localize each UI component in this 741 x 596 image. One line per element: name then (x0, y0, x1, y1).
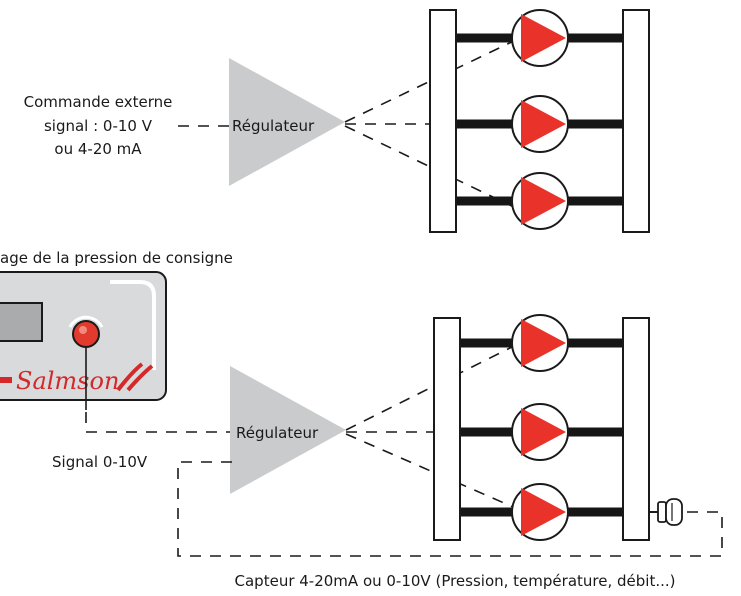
external-command-line1: Commande externe (24, 93, 173, 111)
external-command-line2: signal : 0-10 V (44, 117, 153, 135)
top-signal-to-pump-3 (344, 125, 521, 211)
rotation-arrow-icon (68, 315, 104, 328)
sensor-icon (649, 498, 683, 526)
pump-icon (511, 9, 569, 67)
bottom-right-manifold (622, 317, 650, 541)
bottom-regulator-triangle (230, 366, 346, 494)
sensor-caption: Capteur 4-20mA ou 0-10V (Pression, tempé… (235, 572, 676, 590)
pump-icon (511, 483, 569, 541)
setpoint-caption: age de la pression de consigne (0, 249, 233, 267)
brand-swoosh-icon (116, 362, 154, 392)
brand-logo: Salmson (16, 367, 119, 395)
signal-label: Signal 0-10V (52, 453, 148, 471)
top-left-manifold (429, 9, 457, 233)
setpoint-signal-line (85, 412, 232, 433)
sensor-feedback-loop (177, 461, 723, 557)
pump-icon (511, 314, 569, 372)
top-section: Commande externe signal : 0-10 V ou 4-20… (24, 9, 650, 233)
brand-red-bar (0, 377, 12, 383)
display-screen (0, 302, 43, 342)
control-panel: Salmson (0, 271, 167, 401)
external-command-line3: ou 4-20 mA (54, 140, 142, 158)
bottom-left-manifold (433, 317, 461, 541)
setpoint-knob-icon[interactable] (72, 320, 100, 348)
top-right-manifold (622, 9, 650, 233)
pump-icon (511, 403, 569, 461)
bottom-section: age de la pression de consigne Salmson S… (0, 249, 723, 590)
pump-icon (511, 172, 569, 230)
top-regulator-label: Régulateur (232, 117, 315, 135)
bottom-signal-to-pump-1 (345, 342, 521, 431)
control-panel-highlight (110, 280, 156, 370)
pump-icon (511, 95, 569, 153)
top-signal-to-pump-1 (344, 37, 521, 123)
bottom-regulator-label: Régulateur (236, 424, 319, 442)
top-regulator-triangle (229, 58, 345, 186)
